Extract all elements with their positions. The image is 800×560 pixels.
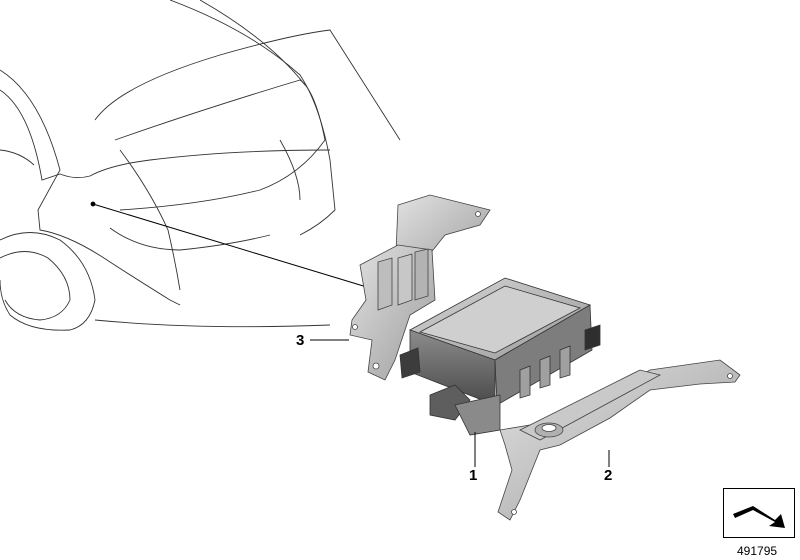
callout-label-3: 3 (296, 332, 305, 349)
callout-label-2: 2 (604, 467, 613, 484)
leader-line-vehicle (90, 201, 371, 289)
callout-label-1: 1 (469, 467, 478, 484)
vehicle-rear-outline (0, 0, 401, 331)
charger-unit-part-1 (399, 277, 601, 436)
bracket-part-2 (497, 359, 741, 521)
bracket-part-3 (349, 194, 491, 381)
direction-arrow-icon (723, 488, 795, 538)
diagram-number: 491795 (737, 544, 778, 558)
callout-leaders (310, 339, 610, 467)
